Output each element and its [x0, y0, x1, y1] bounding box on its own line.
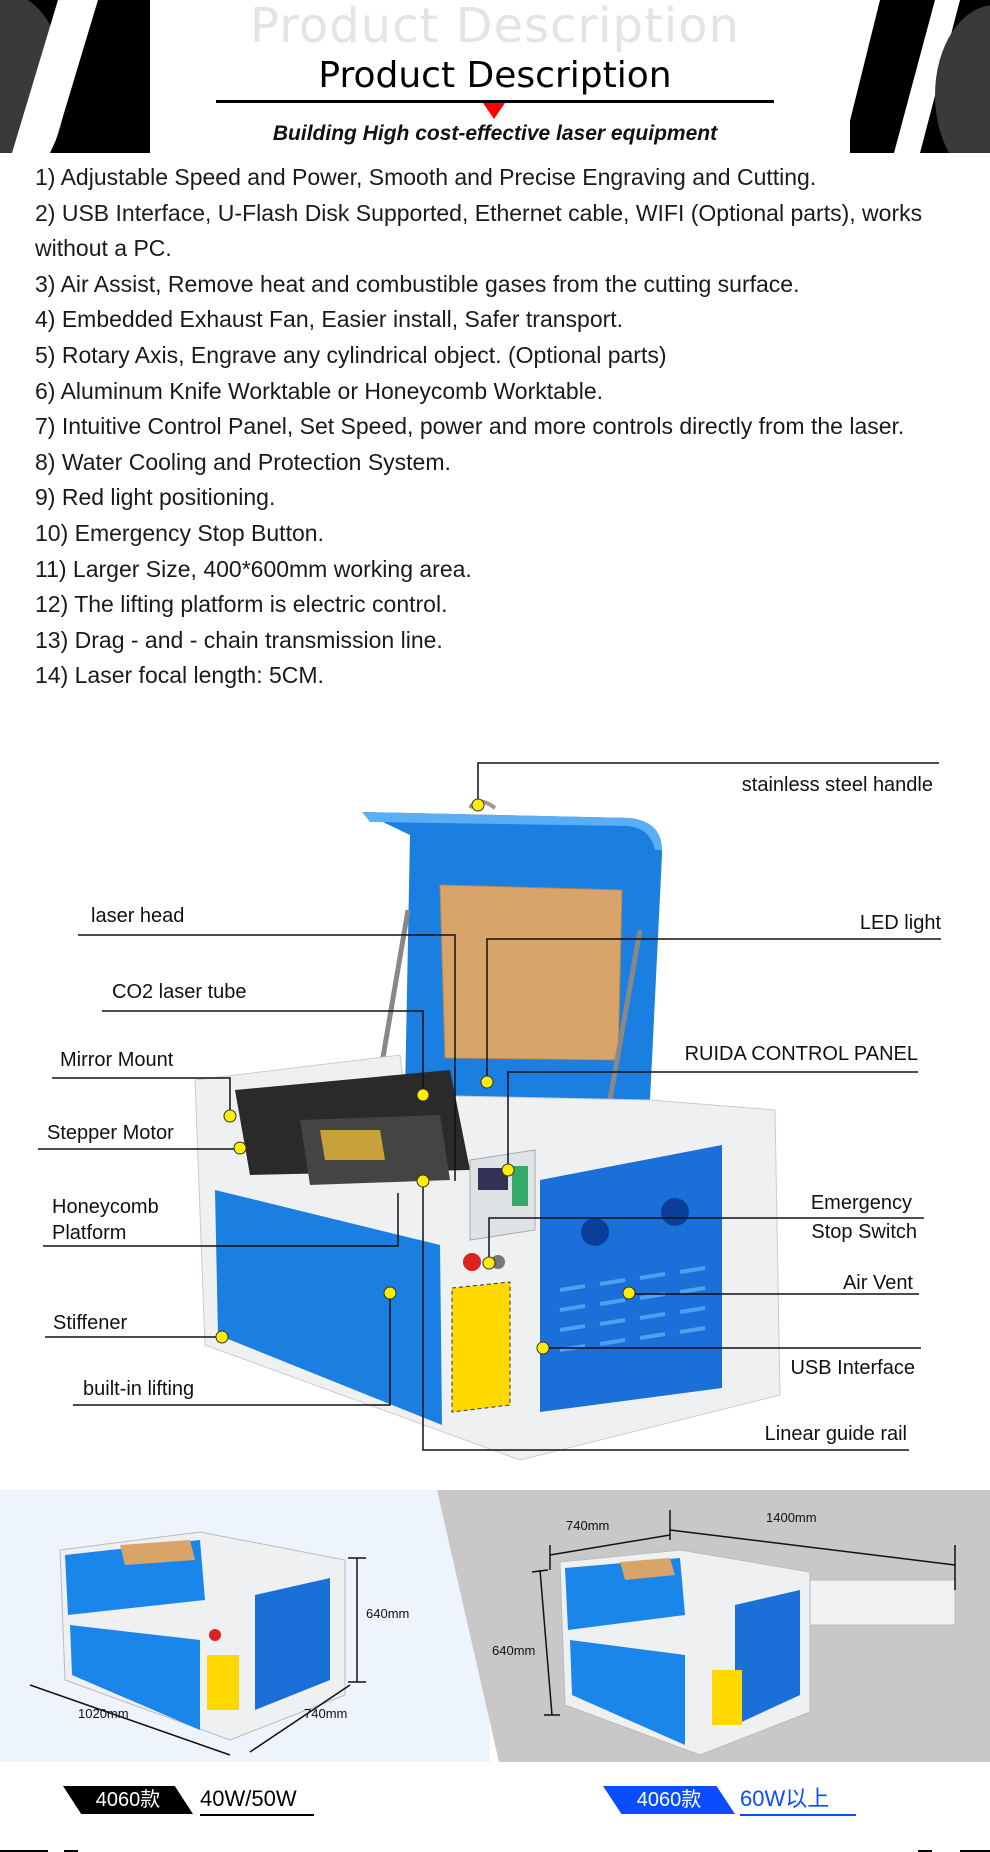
feature-item: 2) USB Interface, U-Flash Disk Supported… [35, 199, 923, 262]
label-co2-tube: CO2 laser tube [112, 981, 247, 1003]
feature-list: 1) Adjustable Speed and Power, Smooth an… [35, 160, 960, 694]
feature-item: 4) Embedded Exhaust Fan, Easier install,… [35, 306, 624, 333]
label-laser-head: laser head [91, 905, 185, 927]
label-guide-rail: Linear guide rail [764, 1423, 907, 1445]
label-led-light: LED light [859, 912, 941, 934]
feature-item: 13) Drag - and - chain transmission line… [35, 626, 443, 653]
feature-item: 7) Intuitive Control Panel, Set Speed, p… [35, 413, 905, 440]
footer-divider [0, 1850, 48, 1852]
model-spec-left: 40W/50W [200, 1784, 314, 1816]
label-lifting: built-in lifting [83, 1378, 195, 1400]
feature-item: 8) Water Cooling and Protection System. [35, 448, 451, 475]
label-stepper-motor: Stepper Motor [47, 1122, 174, 1144]
feature-item: 1) Adjustable Speed and Power, Smooth an… [35, 164, 817, 190]
dim-left-width: 1020mm [78, 1706, 129, 1721]
feature-item: 10) Emergency Stop Button. [35, 519, 324, 546]
feature-item: 9) Red light positioning. [35, 484, 276, 511]
label-emergency: Emergency [810, 1192, 912, 1214]
section-header: Product Description Product Description … [0, 0, 990, 153]
label-control-panel: RUIDA CONTROL PANEL [684, 1043, 918, 1065]
machine-lid [362, 799, 662, 1101]
label-honeycomb: Honeycomb [52, 1196, 159, 1218]
label-mirror-mount: Mirror Mount [60, 1049, 174, 1071]
label-stiffener: Stiffener [53, 1312, 128, 1334]
footer-divider [64, 1850, 78, 1852]
label-handle: stainless steel handle [741, 774, 933, 796]
dim-right-depth: 740mm [566, 1518, 610, 1533]
machine-left [59, 1531, 346, 1741]
label-usb: USB Interface [790, 1357, 915, 1379]
red-triangle-icon [483, 103, 505, 119]
title-divider [216, 100, 774, 103]
label-stop-switch: Stop Switch [811, 1221, 917, 1243]
dim-right-width: 1400mm [766, 1510, 817, 1525]
header-ghost-text: Product Description [250, 0, 740, 54]
machine-right [559, 1549, 956, 1756]
dim-right-height: 640mm [492, 1643, 536, 1658]
model-spec-right: 60W以上 [740, 1784, 856, 1816]
feature-item: 6) Aluminum Knife Worktable or Honeycomb… [35, 377, 604, 404]
label-platform: Platform [52, 1222, 127, 1244]
dim-left-height: 640mm [366, 1606, 410, 1621]
feature-item: 11) Larger Size, 400*600mm working area. [35, 555, 472, 582]
page-title: Product Description [318, 55, 672, 96]
callout-dots [215, 798, 636, 1355]
feature-item: 3) Air Assist, Remove heat and combustib… [35, 270, 800, 297]
dim-left-depth: 740mm [304, 1706, 348, 1721]
machine-diagram [38, 762, 941, 1461]
footer-divider [918, 1850, 932, 1852]
model-tag-right: 4060款 [603, 1786, 735, 1814]
label-air-vent: Air Vent [842, 1272, 913, 1294]
feature-item: 5) Rotary Axis, Engrave any cylindrical … [35, 341, 667, 368]
header-decoration [0, 0, 990, 153]
feature-item: 12) The lifting platform is electric con… [35, 591, 448, 618]
footer-divider [960, 1850, 990, 1852]
feature-item: 14) Laser focal length: 5CM. [35, 662, 324, 689]
callout-lines [38, 762, 941, 1451]
dimension-panels [0, 1490, 990, 1762]
model-tag-left: 4060款 [63, 1786, 193, 1814]
subtitle: Building High cost-effective laser equip… [272, 122, 718, 145]
